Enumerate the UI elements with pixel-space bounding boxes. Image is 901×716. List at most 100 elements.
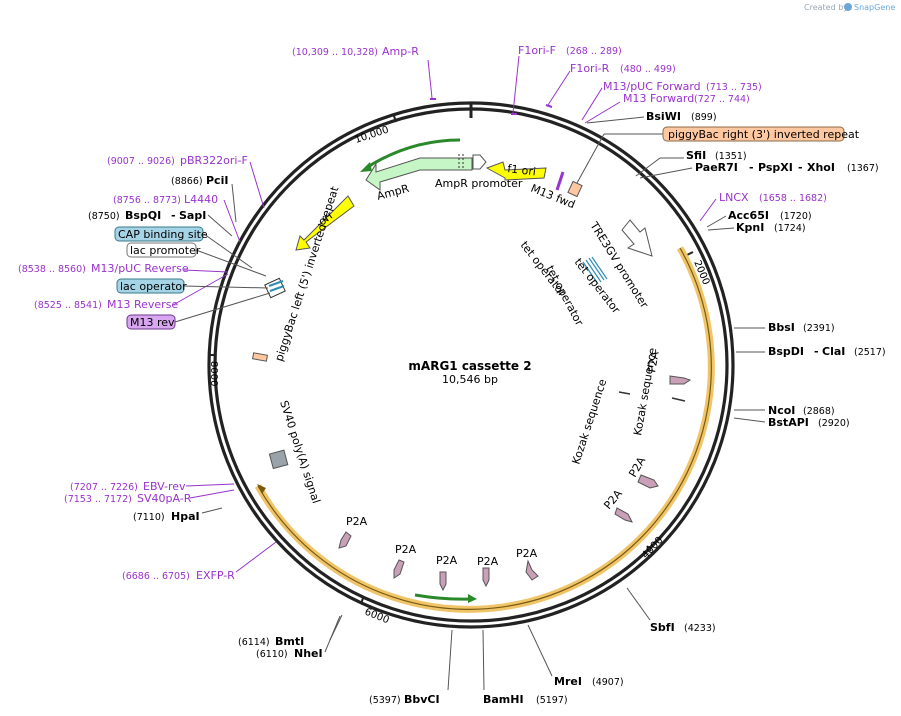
l4440-name[interactable]: L4440: [184, 193, 218, 206]
paer7i-pos: (1367): [847, 163, 879, 174]
m13puc-fwd-line: [581, 87, 603, 121]
brand-text: SnapGene: [854, 3, 895, 12]
p2a-label-8: P2A: [346, 515, 368, 528]
pbr322-name[interactable]: pBR322ori-F: [180, 154, 248, 167]
p2a-label-6: P2A: [436, 554, 458, 567]
tet-line-2: [585, 259, 602, 283]
pbr322-pos: (9007 .. 9026): [107, 156, 175, 167]
ampr-promoter-arrow[interactable]: [472, 154, 487, 170]
f1-ori-arrow[interactable]: [485, 161, 547, 181]
clai-name[interactable]: ClaI: [822, 345, 845, 358]
paer7i-sep2: -: [798, 161, 803, 174]
ori-arrow[interactable]: [295, 195, 355, 251]
sbfi-pos: (4233): [684, 623, 716, 634]
acc65i-line: [706, 215, 727, 228]
paer7i-name[interactable]: PaeR7I: [695, 161, 738, 174]
lac-promoter-label-box[interactable]: [126, 242, 197, 258]
lncx-line: [699, 198, 717, 222]
green-orf-arc: [414, 593, 471, 601]
top-green-arc: [365, 138, 461, 170]
ncoi-pos: (2868): [803, 406, 835, 417]
m13puc-fwd-name[interactable]: M13/pUC Forward: [603, 80, 701, 93]
kpni-pos: (1724): [774, 223, 806, 234]
p2a-group[interactable]: P2A P2A P2A P2A P2A P2A P2A P2A: [338, 350, 692, 592]
m13rev-label: M13 rev: [130, 316, 175, 329]
bbsi-name[interactable]: BbsI: [768, 321, 795, 334]
bamhi-name[interactable]: BamHI: [483, 693, 524, 706]
amp-r-name[interactable]: Amp-R: [382, 45, 419, 58]
lac-operator-label-box[interactable]: [116, 278, 185, 294]
ebv-rev-line: [185, 483, 235, 487]
piggybac-left-stripe-2: [269, 285, 285, 292]
plasmid-name: mARG1 cassette 2: [408, 359, 531, 373]
sfii-line-2: [635, 157, 661, 177]
m13puc-rev-name[interactable]: M13/pUC Reverse: [91, 262, 189, 275]
pcii-name[interactable]: PciI: [206, 174, 228, 187]
sv40pa-r-name[interactable]: SV40pA-R: [137, 492, 192, 505]
ampr-label: AmpR: [375, 182, 410, 203]
p2a-arrow-5: [482, 567, 490, 588]
nhei-pos: (6110): [256, 649, 288, 660]
ncoi-name[interactable]: NcoI: [768, 404, 795, 417]
ebv-rev-pos: (7207 .. 7226): [70, 482, 138, 493]
bstapi-name[interactable]: BstAPI: [768, 416, 809, 429]
pcii-line: [231, 183, 237, 223]
bsiwi-line: [586, 116, 645, 124]
piggybac-right-box[interactable]: [567, 180, 583, 198]
sv40-box[interactable]: [268, 449, 289, 470]
m13puc-fwd-pos: (713 .. 735): [706, 82, 762, 93]
piggybac-right-line-2: [576, 133, 605, 184]
hpai-pos: (7110): [133, 512, 165, 523]
sbfi-name[interactable]: SbfI: [650, 621, 675, 634]
p2a-label-5: P2A: [477, 555, 499, 568]
piggybac-right-label: piggyBac right (3') inverted repeat: [668, 128, 860, 141]
lncx-name[interactable]: LNCX: [719, 191, 749, 204]
m13rev-label-box[interactable]: [126, 314, 176, 330]
sapi-name[interactable]: SapI: [179, 209, 206, 222]
tet-line-1: [582, 261, 599, 285]
p2a-arrow-3: [614, 507, 633, 523]
lac-promoter-line: [195, 249, 267, 277]
lac-operator-label: lac operator: [120, 280, 187, 293]
m13puc-rev-pos: (8538 .. 8560): [18, 264, 86, 275]
exfp-r-name[interactable]: EXFP-R: [196, 569, 235, 582]
bspqi-pos: (8750): [88, 211, 120, 222]
m13-forward-line: [584, 101, 621, 124]
f1ori-r-name[interactable]: F1ori-R: [570, 62, 610, 75]
nhei-name[interactable]: NheI: [294, 647, 323, 660]
bbvci-name[interactable]: BbvCI: [404, 693, 440, 706]
acc65i-name[interactable]: Acc65I: [728, 209, 769, 222]
f1ori-f-pos: (268 .. 289): [566, 46, 622, 57]
bmti-name[interactable]: BmtI: [275, 635, 304, 648]
ebv-rev-name[interactable]: EBV-rev: [143, 480, 186, 493]
bspdi-name[interactable]: BspDI: [768, 345, 804, 358]
bstapi-line: [733, 417, 766, 423]
xhoi-name[interactable]: XhoI: [807, 161, 835, 174]
m13puc-rev-line: [183, 269, 229, 273]
kpni-name[interactable]: KpnI: [736, 221, 764, 234]
hpai-name[interactable]: HpaI: [171, 510, 200, 523]
tre3gv-arrow[interactable]: [621, 219, 653, 257]
mrei-name[interactable]: MreI: [554, 675, 582, 688]
m13-reverse-name[interactable]: M13 Reverse: [107, 298, 178, 311]
orf-arc-core: [257, 247, 712, 610]
bspqi-name[interactable]: BspQI: [125, 209, 161, 222]
kozak-mark-2: [671, 397, 686, 402]
bspqi-sep: -: [171, 209, 176, 222]
lncx-pos: (1658 .. 1682): [759, 193, 827, 204]
tet-operator-block[interactable]: [582, 256, 608, 285]
ampr-arrow[interactable]: [365, 157, 473, 191]
cap-label-box[interactable]: [114, 226, 204, 242]
pspxi-name[interactable]: PspXI: [758, 161, 793, 174]
f1ori-f-name[interactable]: F1ori-F: [518, 44, 556, 57]
tick-label-8000: 8000: [208, 361, 219, 386]
piggybac-right-label-box[interactable]: [662, 126, 845, 142]
bsiwi-name[interactable]: BsiWI: [646, 110, 681, 123]
m13-forward-name[interactable]: M13 Forward: [623, 92, 694, 105]
bspqi-line: [207, 214, 233, 237]
sfii-name[interactable]: SfiI: [686, 149, 706, 162]
p2a-label-3: P2A: [601, 487, 625, 512]
bspdi-sep: -: [814, 345, 819, 358]
ampr-promoter-label: AmpR promoter: [435, 177, 523, 190]
bbsi-pos: (2391): [803, 323, 835, 334]
